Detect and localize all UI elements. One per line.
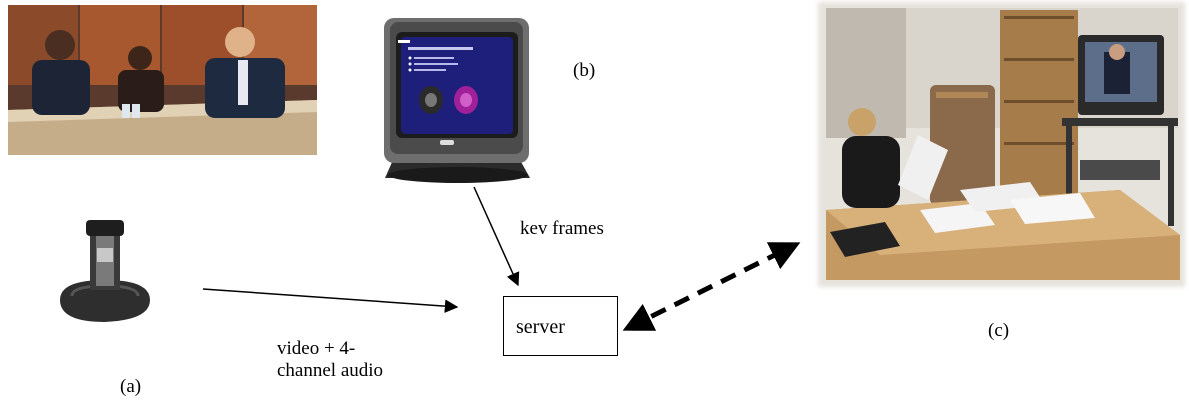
slide-monitor-icon (384, 18, 530, 183)
omnidirectional-camera-icon (60, 220, 150, 322)
video-audio-arrow (202, 288, 459, 313)
server-label: server (516, 316, 565, 338)
label-c: (c) (988, 320, 1010, 341)
office-viewer-photo (818, 2, 1185, 287)
key-frames-label: kev frames (520, 218, 604, 239)
label-a: (a) (120, 376, 142, 397)
server-node: server (503, 296, 618, 356)
meeting-photo-content (8, 5, 317, 155)
label-b: (b) (573, 60, 596, 81)
video-audio-label-line1: video + 4- (277, 338, 356, 359)
key-frames-arrow (473, 186, 520, 287)
bidirectional-dashed-arrow (622, 242, 801, 331)
video-audio-label-line2: channel audio (277, 360, 384, 381)
